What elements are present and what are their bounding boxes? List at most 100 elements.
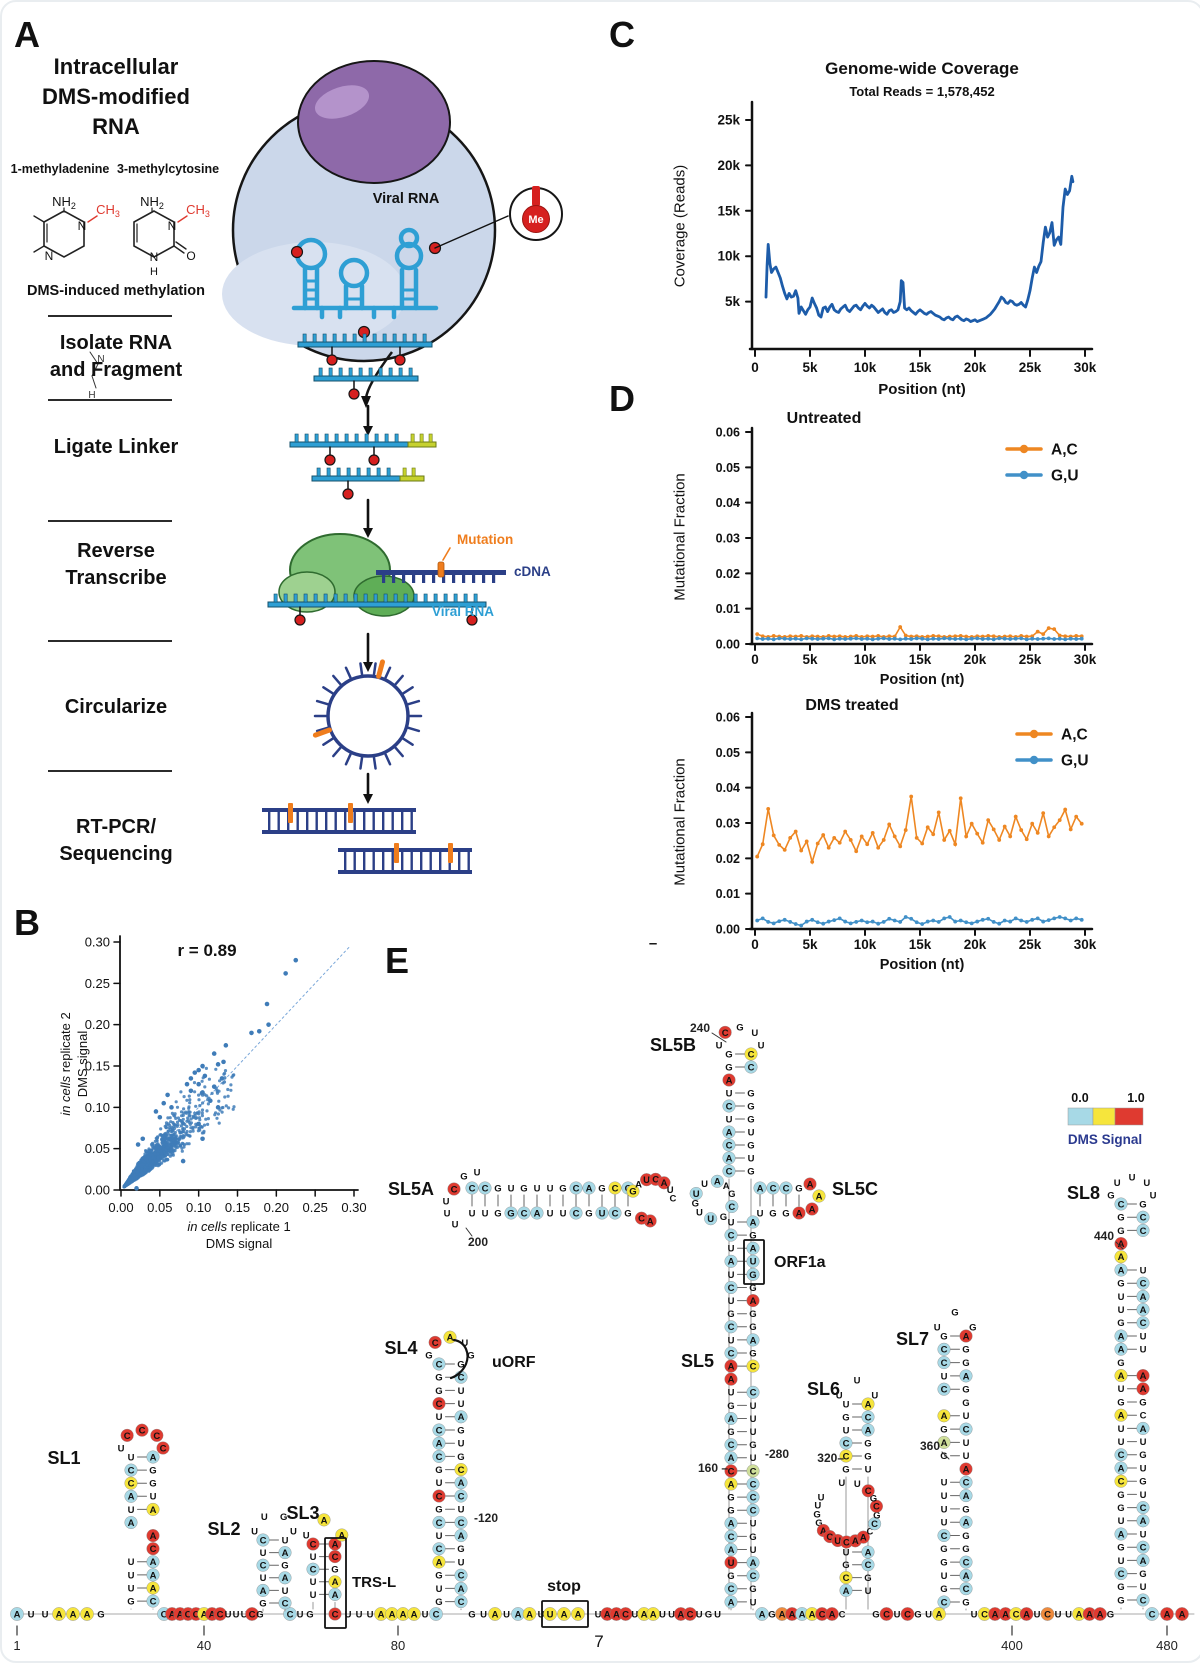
svg-text:C: C xyxy=(750,1362,757,1373)
svg-text:G: G xyxy=(1117,1503,1124,1514)
svg-text:C: C xyxy=(819,1609,826,1620)
panel-e-label: E xyxy=(385,940,410,981)
me-badge: Me xyxy=(509,186,563,241)
svg-text:A: A xyxy=(458,1584,465,1595)
svg-text:U: U xyxy=(233,1609,240,1620)
svg-text:G: G xyxy=(749,1309,756,1320)
svg-text:0.05: 0.05 xyxy=(716,746,740,760)
svg-text:C: C xyxy=(332,1609,339,1620)
step-rtpcr-line1: RT-PCR/ xyxy=(76,816,156,838)
svg-text:G: G xyxy=(435,1386,442,1397)
svg-text:G: G xyxy=(598,1183,605,1194)
svg-text:cDNA: cDNA xyxy=(514,564,551,579)
svg-text:U: U xyxy=(728,1296,735,1307)
svg-text:480: 480 xyxy=(1156,1638,1178,1653)
svg-text:C: C xyxy=(217,1609,224,1620)
svg-text:A: A xyxy=(70,1609,77,1620)
svg-text:0.05: 0.05 xyxy=(147,1200,172,1215)
step-ligate: Ligate Linker xyxy=(2,434,230,461)
svg-text:U: U xyxy=(1065,1609,1072,1620)
svg-text:20k: 20k xyxy=(964,360,987,375)
svg-text:5k: 5k xyxy=(802,937,818,952)
svg-text:A: A xyxy=(816,1191,823,1202)
svg-text:G: G xyxy=(749,1440,756,1451)
svg-text:0.04: 0.04 xyxy=(716,781,740,795)
ylabel-rest: replicate 2 xyxy=(58,1012,73,1076)
svg-text:A: A xyxy=(400,1609,407,1620)
svg-text:SL4: SL4 xyxy=(384,1338,417,1358)
svg-text:G: G xyxy=(149,1479,156,1490)
svg-text:0.01: 0.01 xyxy=(716,887,740,901)
svg-text:G: G xyxy=(864,1438,871,1449)
svg-text:A: A xyxy=(1118,1529,1125,1540)
svg-text:A: A xyxy=(809,1609,816,1620)
svg-text:A: A xyxy=(128,1518,135,1529)
svg-text:G: G xyxy=(457,1544,464,1555)
svg-text:0.10: 0.10 xyxy=(186,1200,211,1215)
svg-text:CH3: CH3 xyxy=(186,202,210,219)
svg-text:Me: Me xyxy=(528,214,543,226)
svg-text:G: G xyxy=(1117,1595,1124,1606)
svg-text:0.06: 0.06 xyxy=(716,426,740,440)
svg-text:G: G xyxy=(520,1183,527,1194)
methylation-caption: DMS-induced methylation xyxy=(26,283,206,299)
svg-text:G: G xyxy=(624,1208,631,1219)
svg-text:U: U xyxy=(1150,1190,1157,1201)
svg-text:U: U xyxy=(1129,1173,1136,1184)
svg-text:SL5A: SL5A xyxy=(388,1179,434,1199)
svg-text:5k: 5k xyxy=(802,652,818,667)
svg-text:U: U xyxy=(1143,1178,1150,1189)
svg-text:G: G xyxy=(1139,1569,1146,1580)
step-ligate-line1: Ligate Linker xyxy=(53,436,179,458)
svg-text:U: U xyxy=(118,1443,125,1454)
svg-text:10k: 10k xyxy=(854,652,877,667)
svg-text:C: C xyxy=(458,1465,465,1476)
svg-text:C: C xyxy=(1140,1279,1147,1290)
svg-text:A: A xyxy=(332,1577,339,1588)
svg-text:G: G xyxy=(736,1023,743,1034)
svg-text:Mutation: Mutation xyxy=(457,532,513,547)
svg-text:C: C xyxy=(941,1345,948,1356)
svg-text:C: C xyxy=(1140,1318,1147,1329)
svg-text:U: U xyxy=(728,1217,735,1228)
svg-text:U: U xyxy=(444,1208,451,1219)
svg-text:U: U xyxy=(150,1492,157,1503)
svg-text:A: A xyxy=(728,1453,735,1464)
svg-text:C: C xyxy=(748,1062,755,1073)
rna-fragments xyxy=(297,333,433,400)
svg-text:SL3: SL3 xyxy=(286,1503,319,1523)
svg-text:A: A xyxy=(757,1183,764,1194)
svg-text:U: U xyxy=(1140,1265,1147,1276)
svg-text:C: C xyxy=(1140,1503,1147,1514)
svg-text:A: A xyxy=(728,1414,735,1425)
svg-text:U: U xyxy=(696,1609,703,1620)
svg-text:G: G xyxy=(747,1114,754,1125)
svg-text:G: G xyxy=(962,1597,969,1608)
replicate-scatter-chart: r = 0.890.000.050.100.150.200.250.300.00… xyxy=(85,935,367,1216)
svg-text:C: C xyxy=(150,1597,157,1608)
svg-text:0: 0 xyxy=(751,937,759,952)
step-isolate: Isolate RNA and Fragment xyxy=(2,330,230,384)
svg-text:G: G xyxy=(842,1412,849,1423)
svg-text:C: C xyxy=(139,1426,146,1437)
svg-text:A: A xyxy=(963,1371,970,1382)
svg-text:C: C xyxy=(622,1609,629,1620)
svg-text:U: U xyxy=(941,1518,948,1529)
svg-text:G: G xyxy=(1117,1490,1124,1501)
svg-text:A: A xyxy=(963,1518,970,1529)
svg-text:A: A xyxy=(526,1609,533,1620)
svg-text:G: G xyxy=(435,1505,442,1516)
svg-text:A: A xyxy=(150,1583,157,1594)
svg-text:SL7: SL7 xyxy=(896,1329,929,1349)
svg-text:C: C xyxy=(963,1584,970,1595)
svg-text:G: G xyxy=(914,1609,921,1620)
svg-text:0.06: 0.06 xyxy=(716,711,740,725)
svg-text:A: A xyxy=(728,1545,735,1556)
svg-text:U: U xyxy=(547,1609,554,1620)
svg-text:A: A xyxy=(575,1609,582,1620)
svg-text:A: A xyxy=(726,1153,733,1164)
svg-text:A: A xyxy=(56,1609,63,1620)
